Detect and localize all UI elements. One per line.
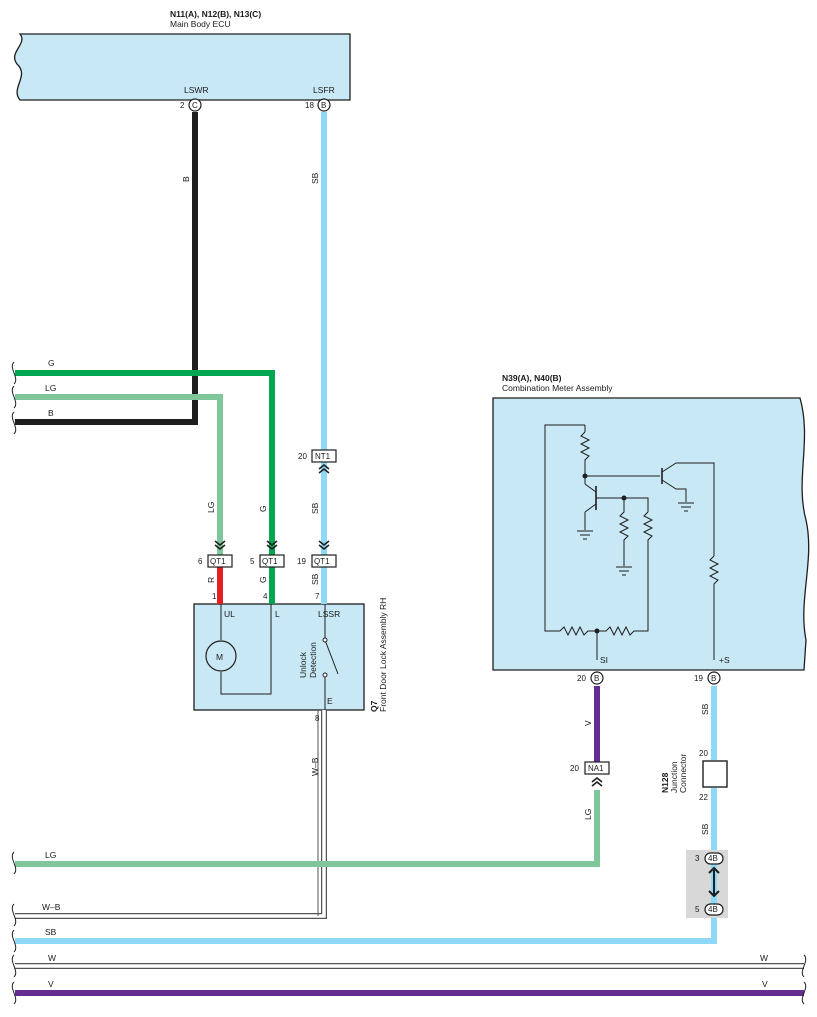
svg-text:R: R	[206, 577, 216, 583]
meter-pin-si: B 20	[577, 671, 604, 685]
meter-internal-circuit	[544, 424, 720, 660]
pin-number-lssr: 7	[315, 592, 320, 601]
motor-label: M	[216, 652, 223, 662]
pin-number-ul: 1	[212, 592, 217, 601]
connector-na1: NA1 20	[570, 761, 610, 787]
wire-lswr-b	[15, 112, 198, 425]
pin-label-lssr: LSSR	[318, 609, 340, 619]
svg-text:W–B: W–B	[310, 757, 320, 776]
svg-text:SB: SB	[310, 172, 320, 184]
svg-text:SB: SB	[700, 823, 710, 835]
svg-text:C: C	[192, 101, 198, 110]
pin-label-lsfr: LSFR	[313, 85, 335, 95]
svg-text:5: 5	[695, 905, 700, 914]
svg-text:22: 22	[699, 793, 708, 802]
svg-text:B: B	[594, 674, 599, 683]
ecu-pin-lsfr: B 18	[305, 98, 331, 112]
svg-text:SB: SB	[700, 703, 710, 715]
wire-break-marks	[11, 361, 807, 1005]
svg-text:QT1: QT1	[210, 557, 226, 566]
pin-label-si: SI	[600, 655, 608, 665]
svg-text:LG: LG	[583, 809, 593, 820]
wire-g	[15, 370, 275, 555]
pin-label-ul: UL	[224, 609, 235, 619]
switch-label-unlock: Unlock	[298, 651, 308, 678]
svg-text:4B: 4B	[708, 905, 718, 914]
svg-text:SB: SB	[310, 573, 320, 585]
combination-meter: N39(A), N40(B) Combination Meter Assembl…	[492, 373, 810, 671]
svg-text:SB: SB	[45, 927, 57, 937]
door-lock-assembly: UL L LSSR E M Unlock Detection Q7 Front …	[193, 598, 388, 712]
svg-text:G: G	[258, 505, 268, 512]
svg-text:SB: SB	[310, 502, 320, 514]
bus-wire-labels: G LG B LG W–B SB W W V V	[42, 358, 768, 989]
svg-text:6: 6	[198, 557, 203, 566]
pin-label-e: E	[327, 696, 333, 706]
main-ecu-code: N11(A), N12(B), N13(C)	[170, 9, 261, 19]
pin-number-plus-s: 19	[694, 674, 703, 683]
connector-qt1-g: QT1 5	[250, 540, 285, 568]
door-lock-code: Q7	[369, 700, 379, 712]
pin-number-e: 8	[315, 714, 320, 723]
svg-text:B: B	[321, 101, 326, 110]
svg-text:V: V	[48, 979, 54, 989]
pin-number-l: 4	[263, 592, 268, 601]
svg-text:QT1: QT1	[262, 557, 278, 566]
junction-connector-n128: 20 22 N128 Junction Connector	[660, 749, 728, 802]
svg-text:W: W	[48, 953, 56, 963]
meter-pin-plus-s: B 19	[694, 671, 721, 685]
svg-text:V: V	[583, 720, 593, 726]
svg-text:B: B	[48, 408, 54, 418]
pin-label-plus-s: +S	[719, 655, 730, 665]
svg-text:G: G	[258, 576, 268, 583]
pin-number-si: 20	[577, 674, 586, 683]
wire-bus-sb	[15, 916, 717, 944]
connector-qt1-sb: QT1 19	[297, 540, 337, 568]
svg-text:20: 20	[298, 452, 307, 461]
main-ecu-name: Main Body ECU	[170, 19, 230, 29]
junction-code: N128	[660, 772, 670, 793]
connector-qt1-lg: QT1 6	[198, 540, 233, 568]
wire-lg	[15, 394, 223, 555]
svg-text:W–B: W–B	[42, 902, 61, 912]
svg-text:LG: LG	[45, 850, 56, 860]
svg-text:4B: 4B	[708, 854, 718, 863]
meter-name: Combination Meter Assembly	[502, 383, 613, 393]
svg-text:W: W	[760, 953, 768, 963]
svg-text:5: 5	[250, 557, 255, 566]
svg-text:LG: LG	[206, 502, 216, 513]
switch-contact-top	[322, 637, 328, 643]
svg-text:LG: LG	[45, 383, 56, 393]
pin-number-lswr: 2	[180, 101, 185, 110]
switch-contact-bottom	[322, 672, 328, 678]
svg-text:Connector: Connector	[678, 754, 688, 793]
svg-text:NA1: NA1	[588, 764, 604, 773]
meter-code: N39(A), N40(B)	[502, 373, 562, 383]
wire-e-wb	[15, 710, 327, 919]
motor-icon	[205, 640, 237, 672]
wire-na1-lg	[15, 790, 600, 867]
svg-text:G: G	[48, 358, 55, 368]
junction-block-4b: 4B 3 4B 5	[686, 850, 728, 918]
door-lock-name: Front Door Lock Assembly RH	[378, 598, 388, 712]
wire-labels: B SB SB SB LG G R G W–B V LG SB SB	[181, 172, 710, 835]
pin-label-l: L	[275, 609, 280, 619]
svg-text:20: 20	[570, 764, 579, 773]
svg-text:B: B	[711, 674, 716, 683]
svg-text:B: B	[181, 176, 191, 182]
svg-text:20: 20	[699, 749, 708, 758]
connector-nt1: NT1 20	[298, 449, 337, 474]
svg-text:V: V	[762, 979, 768, 989]
svg-text:QT1: QT1	[314, 557, 330, 566]
svg-text:NT1: NT1	[315, 452, 331, 461]
ecu-pin-lswr: C 2	[180, 98, 202, 112]
svg-text:3: 3	[695, 854, 700, 863]
main-body-ecu: N11(A), N12(B), N13(C) Main Body ECU LSW…	[14, 9, 351, 101]
pin-number-lsfr: 18	[305, 101, 314, 110]
svg-text:19: 19	[297, 557, 306, 566]
svg-text:Junction: Junction	[669, 761, 679, 793]
pin-label-lswr: LSWR	[184, 85, 209, 95]
switch-label-detection: Detection	[308, 642, 318, 678]
